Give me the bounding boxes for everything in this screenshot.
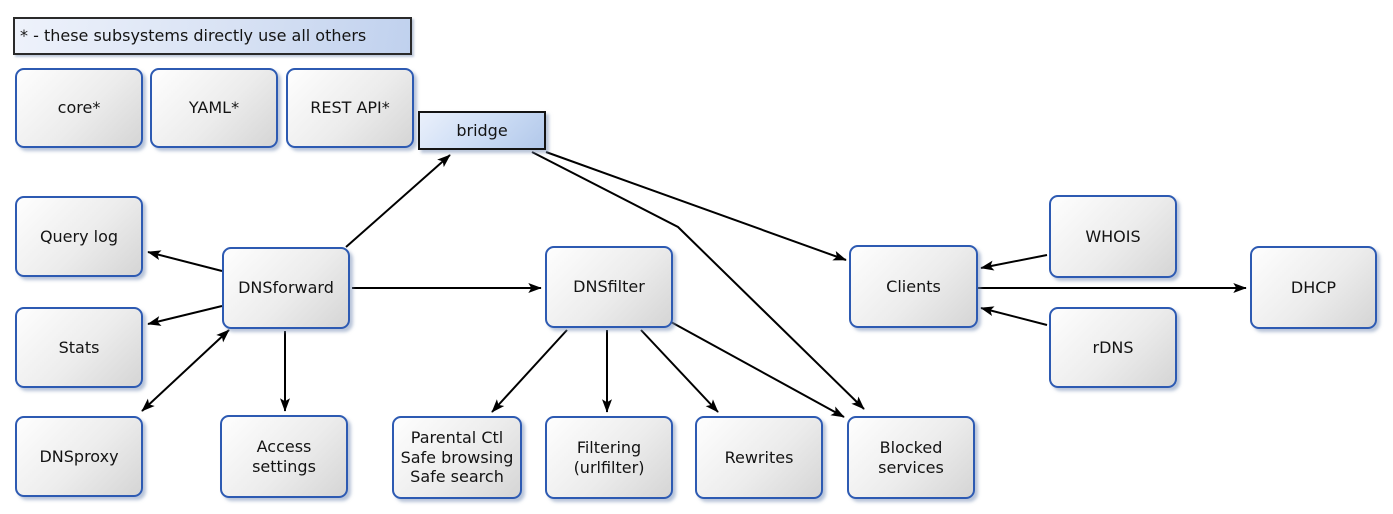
- node-rewrites: Rewrites: [695, 416, 823, 499]
- edge-dnsforward-bridge: [345, 154, 451, 248]
- node-bridge: bridge: [418, 111, 546, 150]
- node-bridge-label: bridge: [456, 120, 508, 140]
- node-dnsproxy-label: DNSproxy: [39, 446, 119, 466]
- node-dhcp-label: DHCP: [1290, 277, 1337, 297]
- node-whois-label: WHOIS: [1085, 226, 1141, 246]
- node-blocked-services: Blocked services: [847, 416, 975, 499]
- node-dhcp: DHCP: [1250, 246, 1377, 329]
- edge-bridge-blocked-services: [531, 151, 865, 410]
- node-core-label: core*: [57, 98, 101, 118]
- node-dnsforward-label: DNSforward: [238, 278, 334, 298]
- node-stats-label: Stats: [58, 337, 100, 357]
- node-whois: WHOIS: [1049, 195, 1177, 278]
- edge-dnsfilter-blocked-services: [670, 321, 845, 418]
- node-yaml-label: YAML*: [188, 98, 240, 118]
- node-rest-api: REST API*: [286, 68, 414, 148]
- edge-dnsforward-dnsproxy: [141, 329, 230, 412]
- edge-rdns-clients: [980, 306, 1048, 326]
- node-yaml: YAML*: [150, 68, 278, 148]
- node-filtering-label: Filtering (urlfilter): [573, 437, 645, 477]
- node-parental-label: Parental Ctl Safe browsing Safe search: [400, 428, 514, 487]
- node-rewrites-label: Rewrites: [724, 447, 794, 467]
- node-dnsproxy: DNSproxy: [15, 416, 143, 497]
- legend-text: * - these subsystems directly use all ot…: [20, 26, 367, 46]
- node-blocked-services-label: Blocked services: [878, 437, 944, 477]
- node-parental: Parental Ctl Safe browsing Safe search: [392, 416, 522, 499]
- legend-box: * - these subsystems directly use all ot…: [13, 17, 412, 55]
- node-access-settings-label: Access settings: [252, 436, 316, 476]
- node-access-settings: Access settings: [220, 415, 348, 498]
- node-dnsfilter-label: DNSfilter: [573, 277, 645, 297]
- edge-whois-clients: [980, 254, 1048, 271]
- node-dnsforward: DNSforward: [222, 247, 350, 329]
- node-filtering: Filtering (urlfilter): [545, 416, 673, 499]
- node-query-log-label: Query log: [39, 226, 119, 246]
- edge-bridge-clients: [545, 151, 847, 261]
- node-rdns: rDNS: [1049, 307, 1177, 388]
- edge-dnsfilter-rewrites: [640, 329, 719, 413]
- node-clients: Clients: [849, 245, 978, 328]
- edge-dnsforward-query-log: [147, 250, 223, 272]
- node-core: core*: [15, 68, 143, 148]
- node-rest-api-label: REST API*: [310, 98, 390, 118]
- edge-dnsfilter-parental: [491, 329, 568, 413]
- node-dnsfilter: DNSfilter: [545, 246, 673, 328]
- node-rdns-label: rDNS: [1092, 337, 1134, 357]
- node-clients-label: Clients: [886, 276, 941, 296]
- node-query-log: Query log: [15, 196, 143, 277]
- edge-dnsforward-stats: [147, 305, 223, 326]
- node-stats: Stats: [15, 307, 143, 388]
